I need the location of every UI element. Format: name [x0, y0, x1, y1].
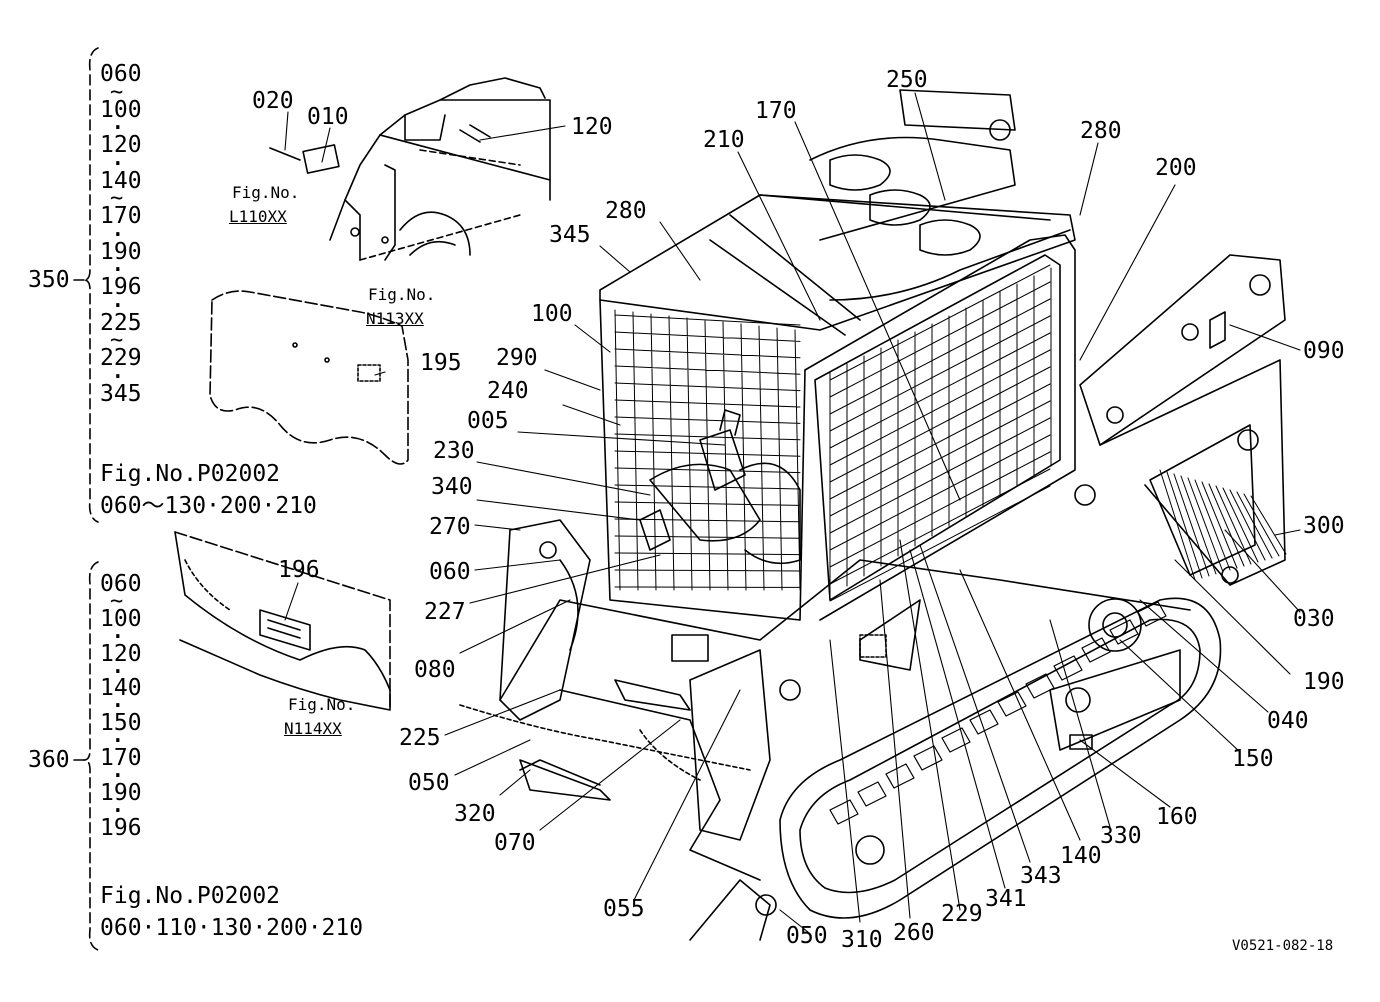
callout-280-cab: 280: [605, 198, 647, 224]
fig-l110-title: Fig.No.: [232, 183, 300, 202]
machine-cab: [599, 89, 1076, 621]
group-item: 225: [100, 309, 142, 336]
group-item: 190: [100, 238, 142, 265]
group-item: 196: [100, 274, 142, 300]
fig-n114-title: Fig.No.: [288, 695, 356, 714]
callout-005: 005: [467, 408, 509, 434]
callout-250: 250: [886, 67, 928, 93]
chassis: [459, 559, 1191, 941]
callout-195: 195: [420, 350, 462, 376]
group-item: 150: [100, 710, 142, 737]
group-item: 140: [100, 167, 142, 194]
group-item: 170: [100, 203, 142, 229]
callout-150: 150: [1232, 746, 1274, 772]
detail-frame-upper: [269, 77, 551, 261]
callout-240: 240: [487, 378, 529, 404]
callout-320: 320: [454, 801, 496, 827]
bracket-360: [73, 561, 99, 951]
fig-n113-title: Fig.No.: [368, 285, 436, 304]
group-item: 120: [100, 640, 142, 667]
group-item: 196: [100, 814, 142, 841]
callout-196: 196: [278, 557, 320, 583]
callout-340: 340: [431, 474, 473, 500]
callout-229: 229: [941, 901, 983, 927]
fig-l110-code: L110XX: [229, 207, 287, 226]
callout-050-left: 050: [408, 770, 450, 796]
bracket-350: [73, 47, 99, 523]
callout-040: 040: [1267, 708, 1309, 734]
callout-090: 090: [1303, 338, 1345, 364]
callout-060: 060: [429, 559, 471, 585]
drawing-code: V0521-082-18: [1232, 938, 1334, 954]
callout-280-top: 280: [1080, 118, 1122, 144]
boom-arm-right: [1074, 254, 1286, 586]
callout-170: 170: [755, 98, 797, 124]
callout-345: 345: [549, 222, 591, 248]
callout-030: 030: [1293, 606, 1335, 632]
callout-330: 330: [1100, 823, 1142, 849]
callout-260: 260: [893, 920, 935, 946]
group-360-fig-ref: Fig.No.P02002: [100, 883, 281, 909]
group-item: 120: [100, 132, 142, 158]
boom-hatch: [1159, 469, 1287, 581]
callout-225: 225: [399, 725, 441, 751]
callout-210: 210: [703, 127, 745, 153]
group-360-ref: 360: [28, 747, 70, 773]
callout-227: 227: [424, 599, 466, 625]
group-item: 060: [100, 571, 142, 597]
callout-020: 020: [252, 88, 294, 114]
group-350-ref: 350: [28, 267, 70, 293]
seat-controls: [639, 409, 801, 565]
group-item: ~: [110, 589, 124, 615]
callout-050-bottom: 050: [786, 923, 828, 949]
callout-055: 055: [603, 896, 645, 922]
group-item: 170: [100, 745, 142, 771]
callout-190: 190: [1303, 669, 1345, 695]
callout-230: 230: [433, 438, 475, 464]
group-item: 345: [100, 380, 142, 407]
track-lugs: [829, 601, 1167, 825]
fig-n114-code: N114XX: [284, 719, 342, 738]
callout-200: 200: [1155, 155, 1197, 181]
callout-120: 120: [571, 114, 613, 140]
callout-310: 310: [841, 927, 883, 953]
group-item: 229: [100, 345, 142, 371]
leader-lines: [284, 92, 1301, 933]
group-item: 140: [100, 675, 142, 702]
fig-n113-code: N113XX: [366, 309, 424, 328]
callout-070: 070: [494, 830, 536, 856]
group-350-fig-items: 060～130·200·210: [100, 493, 317, 519]
boom-arm-left: [499, 519, 591, 721]
group-360-fig-items: 060·110·130·200·210: [100, 915, 364, 941]
callout-100: 100: [531, 301, 573, 327]
callout-343: 343: [1020, 863, 1062, 889]
group-350-fig-ref: Fig.No.P02002: [100, 461, 281, 487]
cab-grille-front: [614, 309, 801, 591]
group-item: 190: [100, 779, 142, 806]
group-item: ~: [110, 186, 124, 212]
callout-300: 300: [1303, 513, 1345, 539]
track-assembly: [779, 597, 1222, 919]
callout-270: 270: [429, 514, 471, 540]
group-item: ~: [110, 79, 124, 105]
group-item: 060: [100, 61, 142, 87]
callout-290: 290: [496, 345, 538, 371]
callout-160: 160: [1156, 804, 1198, 830]
group-item: ~: [110, 328, 124, 354]
cab-grille-side: [829, 264, 1052, 602]
callout-341: 341: [985, 886, 1027, 912]
callout-140: 140: [1060, 843, 1102, 869]
group-item: 100: [100, 96, 142, 123]
callout-010: 010: [307, 104, 349, 130]
detail-panel-n114: [174, 531, 391, 711]
group-item: 100: [100, 605, 142, 632]
callout-080: 080: [414, 657, 456, 683]
